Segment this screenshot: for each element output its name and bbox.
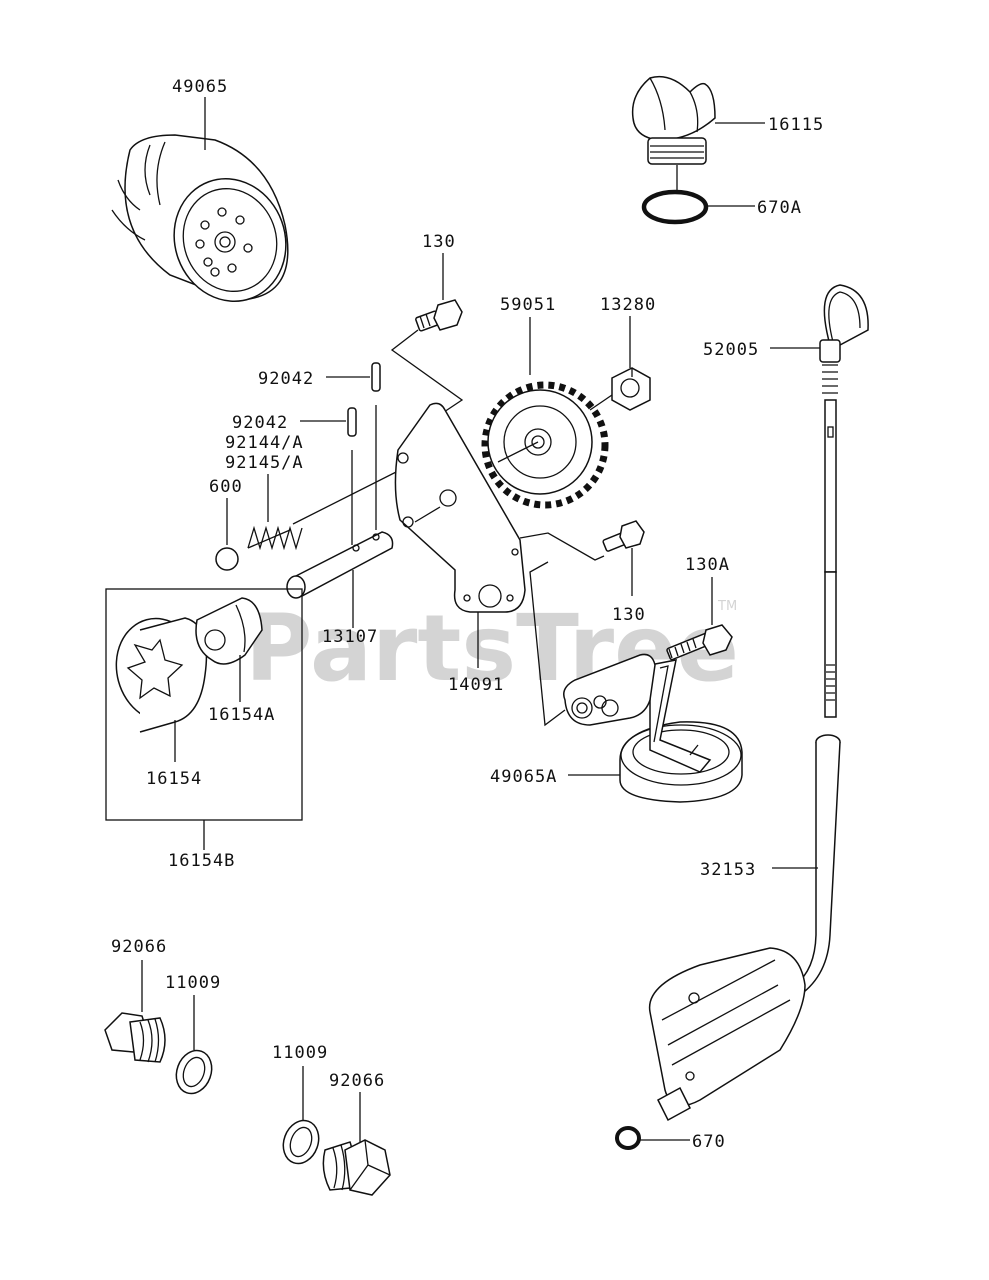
- label-bolt-mid: 130: [612, 605, 646, 625]
- dipstick-icon: [819, 284, 869, 718]
- label-bolt-top: 130: [422, 232, 456, 252]
- strainer-icon: [563, 653, 743, 803]
- label-oil-filter: 49065: [172, 77, 228, 97]
- label-rotor-outer: 16154: [146, 769, 202, 789]
- gear-icon: [481, 381, 609, 509]
- drain-plug-icon: [322, 1139, 391, 1196]
- label-spring-a: 92144/A: [225, 433, 304, 453]
- label-oil-cap: 16115: [768, 115, 824, 135]
- label-rotor-inner: 16154A: [208, 705, 275, 725]
- rotor-icon: [115, 617, 208, 733]
- label-nut: 13280: [600, 295, 656, 315]
- ball-icon: [215, 547, 239, 571]
- o-ring-icon: [615, 1126, 641, 1150]
- washer-icon: [175, 1049, 213, 1095]
- oil-filter-icon: [111, 134, 289, 302]
- pin-icon: [347, 407, 357, 437]
- pin-icon: [371, 362, 381, 392]
- washer-icon: [282, 1119, 320, 1165]
- label-dipstick-tube: 32153: [700, 860, 756, 880]
- bolt-icon: [666, 624, 733, 661]
- label-pin-upper: 92042: [258, 369, 314, 389]
- oil-cap-icon: [631, 75, 716, 165]
- label-tube-oring: 670: [692, 1132, 726, 1152]
- nut-icon: [611, 367, 651, 411]
- drain-plug-icon: [104, 1012, 166, 1063]
- watermark-tm: TM: [717, 599, 737, 614]
- label-strainer: 49065A: [490, 767, 557, 787]
- shaft-icon: [286, 531, 394, 599]
- label-washer-right: 11009: [272, 1043, 328, 1063]
- bolt-icon: [602, 520, 645, 552]
- spring-icon: [247, 525, 303, 551]
- label-shaft: 13107: [322, 627, 378, 647]
- label-plug-right: 92066: [329, 1071, 385, 1091]
- o-ring-icon: [641, 189, 709, 225]
- label-cap-oring: 670A: [757, 198, 802, 218]
- label-ball: 600: [209, 477, 243, 497]
- bracket-icon: [394, 402, 526, 613]
- label-gear: 59051: [500, 295, 556, 315]
- label-dipstick: 52005: [703, 340, 759, 360]
- label-rotor-set: 16154B: [168, 851, 235, 871]
- rotor-icon: [195, 597, 263, 665]
- bolt-icon: [415, 299, 463, 332]
- label-pin-lower: 92042: [232, 413, 288, 433]
- label-bolt-strainer: 130A: [685, 555, 730, 575]
- label-washer-left: 11009: [165, 973, 221, 993]
- label-plug-left: 92066: [111, 937, 167, 957]
- label-spring-b: 92145/A: [225, 453, 304, 473]
- label-bracket: 14091: [448, 675, 504, 695]
